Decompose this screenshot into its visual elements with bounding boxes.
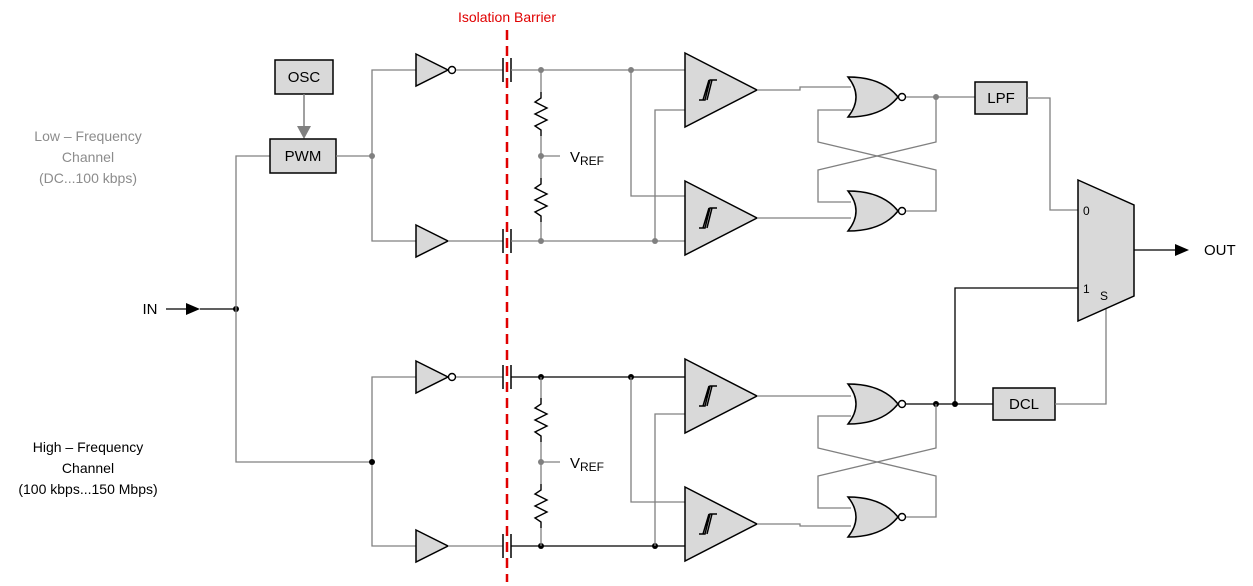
osc-block <box>274 59 334 95</box>
high-channel-line2: Channel <box>62 460 114 476</box>
high-channel-line1: High – Frequency <box>33 439 144 455</box>
vref-low-label: VREF <box>570 149 604 168</box>
high-bottom-buffer <box>415 529 449 563</box>
low-channel-line1: Low – Frequency <box>34 128 141 144</box>
mux-select-label: S <box>1100 289 1108 303</box>
low-bias-resistor-bottom <box>534 177 548 223</box>
osc-label: OSC <box>288 69 321 86</box>
low-top-inverter <box>415 53 457 87</box>
vref-high-label: VREF <box>570 455 604 474</box>
dcl-label: DCL <box>1009 396 1039 413</box>
high-latch-nor-top <box>847 383 907 425</box>
in-to-high-channel-wire <box>235 309 372 463</box>
low-latch-nor-bottom <box>847 190 907 232</box>
dcl-to-mux-select-wire <box>1055 308 1107 405</box>
pwm-label: PWM <box>285 148 322 165</box>
input-label: IN <box>143 301 158 318</box>
high-bias-resistor-top <box>534 397 548 443</box>
osc-arrow-icon <box>297 126 311 139</box>
low-bottom-comparator <box>684 180 758 256</box>
low-frequency-channel-label: Low – Frequency Channel (DC...100 kbps) <box>34 128 141 186</box>
low-latch-nor-top <box>847 76 907 118</box>
mux-input-1-label: 1 <box>1083 282 1090 296</box>
output-multiplexer <box>1077 178 1135 323</box>
high-top-comparator <box>684 358 758 434</box>
high-latch-nor-bottom <box>847 496 907 538</box>
output-arrow-icon <box>1175 244 1189 256</box>
lpf-to-mux-wire <box>1027 97 1078 211</box>
in-to-pwm-wire <box>235 155 270 309</box>
mux-input-0-label: 0 <box>1083 204 1090 218</box>
low-bottom-buffer <box>415 224 449 258</box>
high-channel-line3: (100 kbps...150 Mbps) <box>18 481 157 497</box>
barrier-label: Isolation Barrier <box>458 9 556 25</box>
lpf-label: LPF <box>987 90 1015 107</box>
high-fork-wire <box>371 376 416 547</box>
dcl-block <box>992 387 1056 421</box>
high-top-inverter <box>415 360 457 394</box>
low-top-comparator <box>684 52 758 128</box>
low-fork-wire <box>371 69 416 242</box>
output-label: OUT <box>1204 242 1236 259</box>
high-frequency-channel-label: High – Frequency Channel (100 kbps...150… <box>18 439 157 497</box>
high-to-mux-wire <box>954 287 1078 404</box>
high-bias-resistor-bottom <box>534 483 548 529</box>
low-bias-resistor-top <box>534 91 548 137</box>
low-channel-line3: (DC...100 kbps) <box>39 170 137 186</box>
low-channel-line2: Channel <box>62 149 114 165</box>
high-bottom-comparator <box>684 486 758 562</box>
input-arrow-icon <box>186 303 200 315</box>
